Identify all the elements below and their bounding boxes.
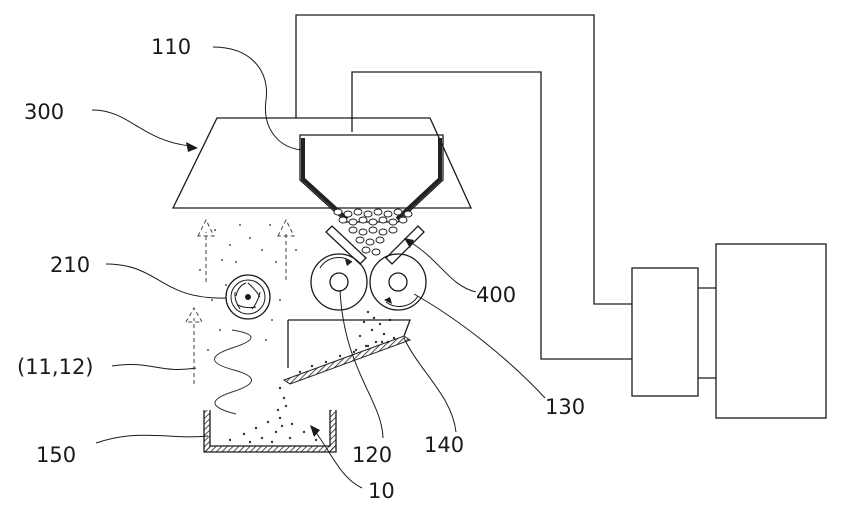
label-mixture: (11,12) xyxy=(17,355,94,379)
leader-210 xyxy=(106,264,226,298)
label-130: 130 xyxy=(545,395,585,419)
leader-300 xyxy=(92,110,190,146)
chute xyxy=(284,320,410,384)
fan xyxy=(226,275,270,319)
leader-110 xyxy=(213,47,302,150)
airflow-arrows xyxy=(186,220,294,384)
roller-left xyxy=(311,254,367,310)
swirl-airflow xyxy=(214,330,251,414)
wire-inner xyxy=(352,72,632,359)
label-110: 110 xyxy=(151,35,191,59)
label-120: 120 xyxy=(352,443,392,467)
label-150: 150 xyxy=(36,443,76,467)
label-10: 10 xyxy=(368,479,395,503)
leader-120 xyxy=(340,290,383,438)
collection-tray xyxy=(204,387,336,452)
power-unit-box xyxy=(716,244,826,418)
label-140: 140 xyxy=(424,433,464,457)
leader-150 xyxy=(96,435,208,443)
leader-mixture xyxy=(112,364,196,369)
label-400: 400 xyxy=(476,283,516,307)
leader-400 xyxy=(410,242,476,292)
hopper xyxy=(300,135,443,255)
leader-140 xyxy=(404,338,456,432)
label-300: 300 xyxy=(24,100,64,124)
controller-box xyxy=(632,268,698,396)
label-210: 210 xyxy=(50,253,90,277)
dust-particles xyxy=(199,224,297,351)
roller-right xyxy=(370,254,426,310)
